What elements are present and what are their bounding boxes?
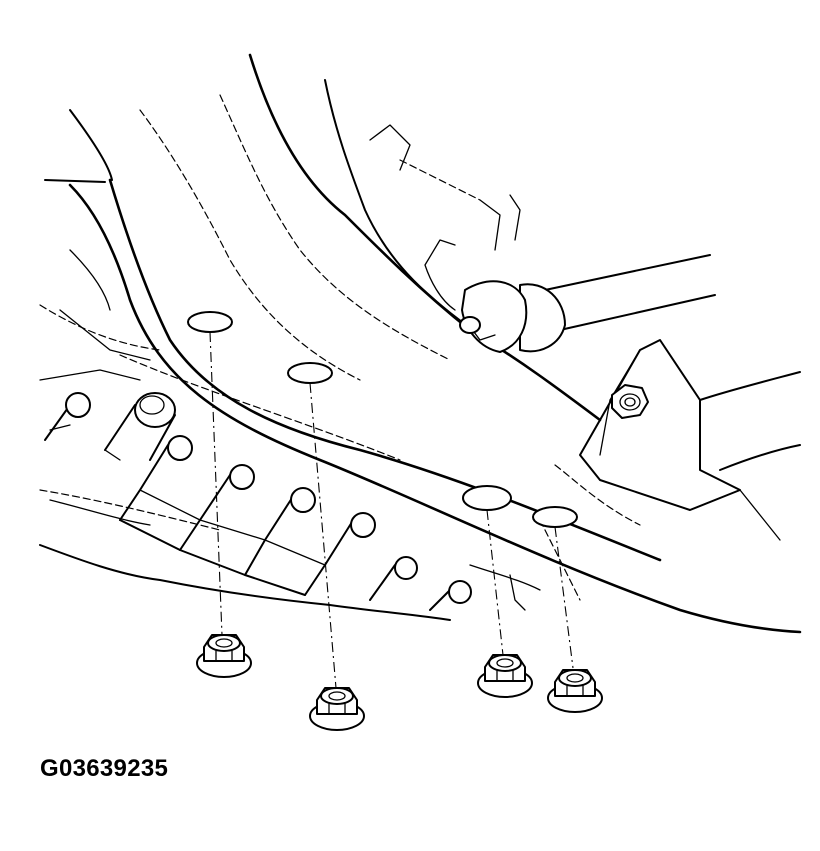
stud — [429, 580, 472, 611]
flange-nut — [309, 687, 365, 731]
flange-nut — [477, 654, 533, 698]
stud — [119, 435, 193, 521]
leader-lines — [209, 331, 574, 689]
mount-hole — [187, 311, 233, 333]
stud — [244, 487, 316, 576]
flange-nut — [547, 669, 603, 713]
mount-hole — [532, 506, 578, 528]
flange-nuts — [196, 634, 603, 731]
mount-hole — [462, 485, 512, 511]
frame-structure — [39, 53, 802, 634]
stud — [104, 392, 176, 461]
tie-rod — [424, 239, 716, 353]
stud-row — [44, 392, 472, 611]
figure-code: G03639235 — [40, 755, 169, 782]
stud — [44, 392, 91, 441]
flange-nut — [196, 634, 252, 678]
mount-holes — [187, 311, 578, 528]
stud — [304, 512, 376, 596]
stud — [369, 556, 418, 601]
mount-hole — [287, 362, 333, 384]
bracket-bolt — [611, 384, 649, 419]
